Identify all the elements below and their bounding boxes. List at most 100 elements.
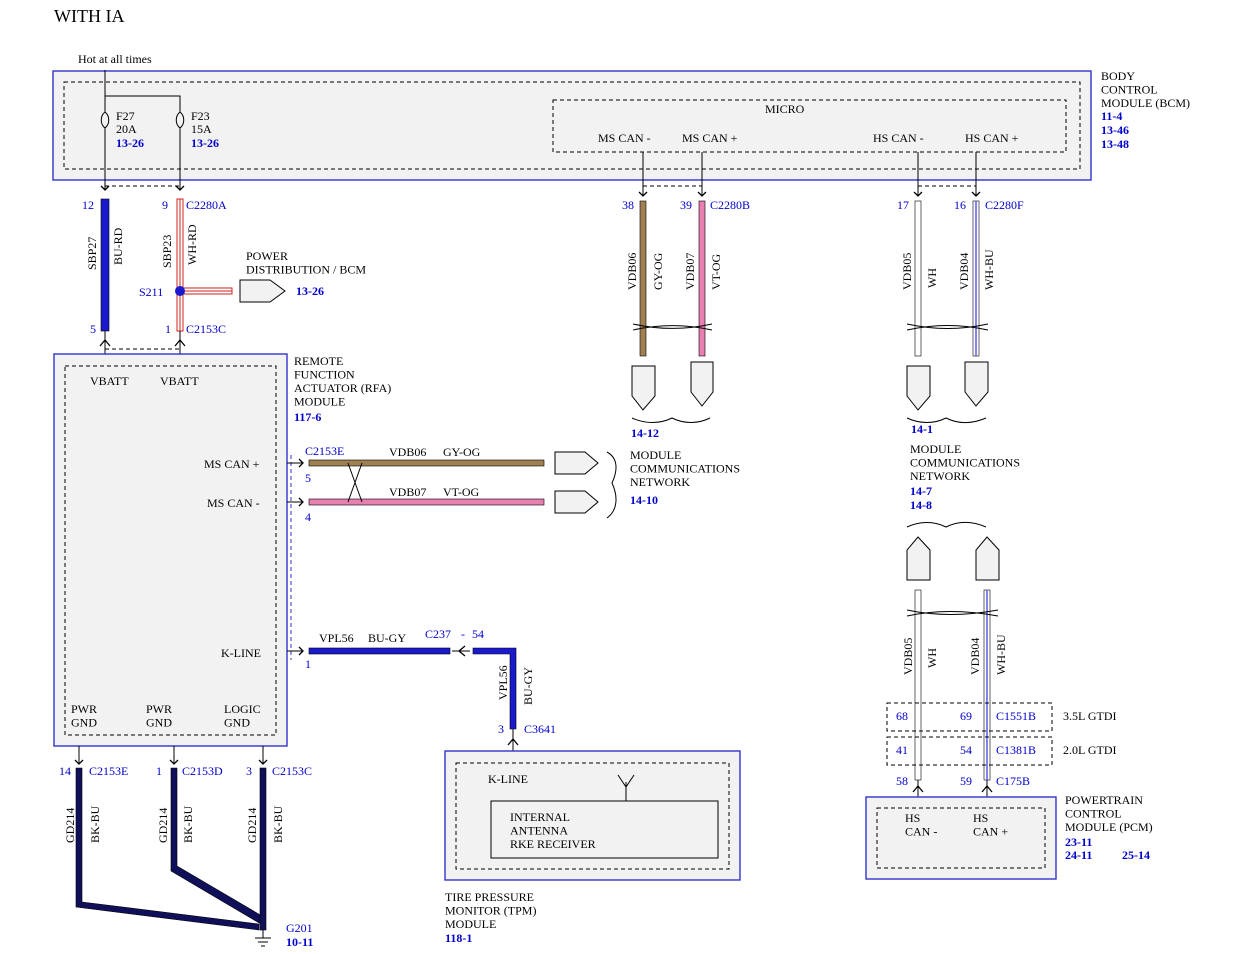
- conn-c2280a: C2280A: [186, 198, 227, 212]
- wire-gd214-1: GD214: [63, 808, 77, 843]
- pin-54: 54: [472, 627, 484, 641]
- wire-bk-bu-3-label: BK-BU: [271, 805, 285, 843]
- wire-bk-bu-3: [259, 767, 267, 931]
- wire-vt-og-horizontal: [308, 498, 545, 506]
- pin-38: 38: [622, 198, 634, 212]
- wire-vpl56-h: VPL56: [319, 631, 354, 645]
- splice-s211-dot: [175, 286, 185, 296]
- pin-9: 9: [162, 198, 168, 212]
- rfa-module-box: [53, 353, 288, 747]
- bcm-ms-can-minus: MS CAN -: [598, 131, 651, 145]
- hs-net-connector-2-icon: [964, 361, 989, 407]
- rfa-ms-can-minus: MS CAN -: [207, 496, 260, 510]
- wire-gy-og-vertical: [639, 200, 647, 357]
- pin-68: 68: [896, 709, 908, 723]
- pin-16: 16: [954, 198, 966, 212]
- wire-vdb06-h: VDB06: [389, 445, 426, 459]
- conn-c2153c-gnd: C2153C: [272, 764, 312, 778]
- bcm-ms-can-plus: MS CAN +: [682, 131, 738, 145]
- wire-vdb04-top: VDB04: [957, 253, 971, 290]
- wire-bu-gy-horizontal: [308, 647, 451, 655]
- pin-54b: 54: [960, 743, 972, 757]
- ground-ref: 10-11: [286, 935, 313, 949]
- wire-vdb05-top: VDB05: [900, 253, 914, 290]
- pcm-net-connector-1-icon: [906, 536, 931, 581]
- twist-ms-can: [632, 323, 713, 331]
- pin-e5: 5: [305, 471, 311, 485]
- pin-k1: 1: [305, 657, 311, 671]
- pin-14: 14: [59, 764, 71, 778]
- conn-c2153e: C2153E: [305, 444, 344, 458]
- conn-c1381b: C1381B: [996, 743, 1036, 757]
- wire-wh-bu-top: WH-BU: [982, 249, 996, 290]
- pin-e4: 4: [305, 510, 311, 524]
- wire-gy-og-h: GY-OG: [443, 445, 481, 459]
- rfa-vbatt-1: VBATT: [90, 374, 129, 388]
- wire-wh-bottom: WH: [925, 648, 939, 668]
- engine-35: 3.5L GTDI: [1063, 709, 1117, 723]
- network-ref-hs-2: 14-8: [910, 498, 932, 512]
- ms-brace: [631, 417, 711, 423]
- tpm-k-line: K-LINE: [488, 772, 528, 786]
- pin-17: 17: [897, 198, 909, 212]
- network-brace-1: [606, 451, 617, 519]
- wire-sbp27: SBP27: [85, 237, 99, 270]
- hs-brace-bottom: [906, 522, 987, 528]
- wire-wh-bu-bottom: WH-BU: [994, 634, 1008, 675]
- wire-gd214-3: GD214: [245, 808, 259, 843]
- conn-c2280b: C2280B: [710, 198, 750, 212]
- wire-vt-og-v: VT-OG: [709, 253, 723, 290]
- rfa-vbatt-2: VBATT: [160, 374, 199, 388]
- wire-gy-og-v: GY-OG: [651, 252, 665, 290]
- wire-bu-gy-h: BU-GY: [368, 631, 406, 645]
- pin-1: 1: [165, 322, 171, 336]
- rfa-inner-box: [64, 365, 277, 736]
- tpm-inner-box: [455, 762, 730, 870]
- wire-wh-vertical-bottom: [914, 589, 922, 781]
- wire-bk-bu-1: [75, 767, 260, 931]
- pin-41: 41: [896, 743, 908, 757]
- twist-hs-can-top: [906, 323, 989, 331]
- micro-box: [552, 99, 1067, 153]
- fuse-f23-rating: 15A: [191, 122, 212, 136]
- rfa-ms-can-plus: MS CAN +: [204, 457, 260, 471]
- wire-bu-gy-corner: [472, 647, 517, 730]
- wire-bk-bu-2-label: BK-BU: [181, 805, 195, 843]
- antenna-icon: [617, 774, 635, 801]
- network-ref-hs-1: 14-7: [910, 484, 932, 498]
- pin-39: 39: [680, 198, 692, 212]
- micro-label: MICRO: [765, 102, 805, 116]
- wire-vdb04-bottom: VDB04: [968, 638, 982, 675]
- wire-wh-vertical-top: [914, 200, 922, 357]
- network-ref-ms: 14-12: [631, 426, 659, 440]
- hot-label: Hot at all times: [78, 52, 152, 66]
- wire-vdb06-v: VDB06: [625, 253, 639, 290]
- wire-bu-rd: [100, 198, 110, 332]
- pin-5: 5: [90, 322, 96, 336]
- wire-vt-og-vertical: [698, 200, 706, 357]
- fuse-f27-rating: 20A: [116, 122, 137, 136]
- net-connector-1-icon: [554, 451, 599, 475]
- fuse-f23-id: F23: [191, 109, 210, 123]
- pin-59: 59: [960, 774, 972, 788]
- rke-receiver-box: [490, 800, 719, 859]
- hs-brace-top: [906, 417, 987, 423]
- fuse-f27-id: F27: [116, 109, 135, 123]
- conn-c175b: C175B: [996, 774, 1030, 788]
- bcm-hs-can-plus: HS CAN +: [965, 131, 1019, 145]
- fuse-f23-ref: 13-26: [191, 136, 219, 150]
- bcm-ref-1: 11-4: [1101, 109, 1122, 123]
- conn-c2153c: C2153C: [186, 322, 226, 336]
- ms-net-connector-1-icon: [631, 365, 656, 411]
- pcm-ref-3: 25-14: [1122, 848, 1150, 862]
- pcm-net-connector-2-icon: [975, 536, 1000, 581]
- conn-c2280f: C2280F: [985, 198, 1024, 212]
